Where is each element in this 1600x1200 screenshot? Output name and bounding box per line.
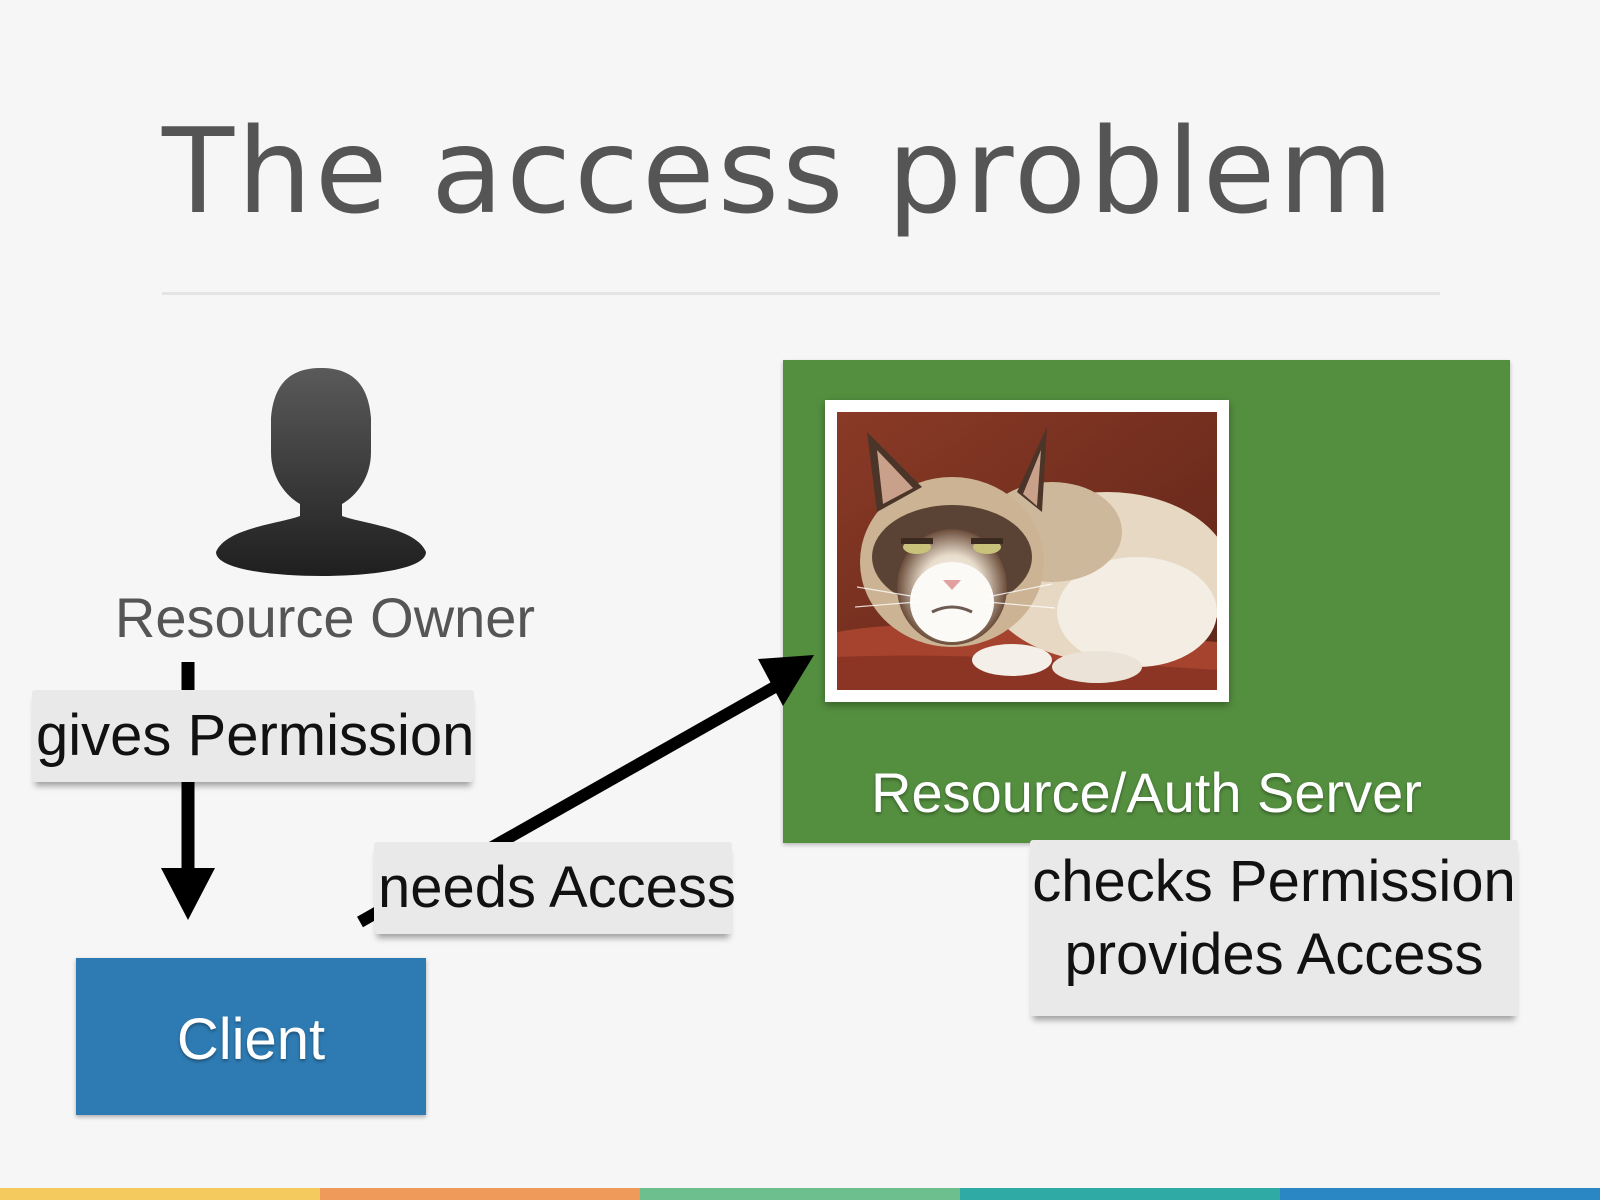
bottom-color-bar — [0, 1188, 1600, 1200]
color-bar-segment — [960, 1188, 1280, 1200]
note-gives-permission: gives Permission — [32, 690, 474, 782]
color-bar-segment — [640, 1188, 960, 1200]
arrowhead-owner-to-client — [161, 868, 215, 920]
color-bar-segment — [320, 1188, 640, 1200]
note-checks-permission: checks Permission provides Access — [1030, 840, 1518, 1016]
note-checks-line-2: provides Access — [1030, 919, 1518, 992]
color-bar-segment — [1280, 1188, 1600, 1200]
note-checks-line-1: checks Permission — [1030, 846, 1518, 919]
color-bar-segment — [0, 1188, 320, 1200]
note-needs-access: needs Access — [374, 842, 732, 934]
